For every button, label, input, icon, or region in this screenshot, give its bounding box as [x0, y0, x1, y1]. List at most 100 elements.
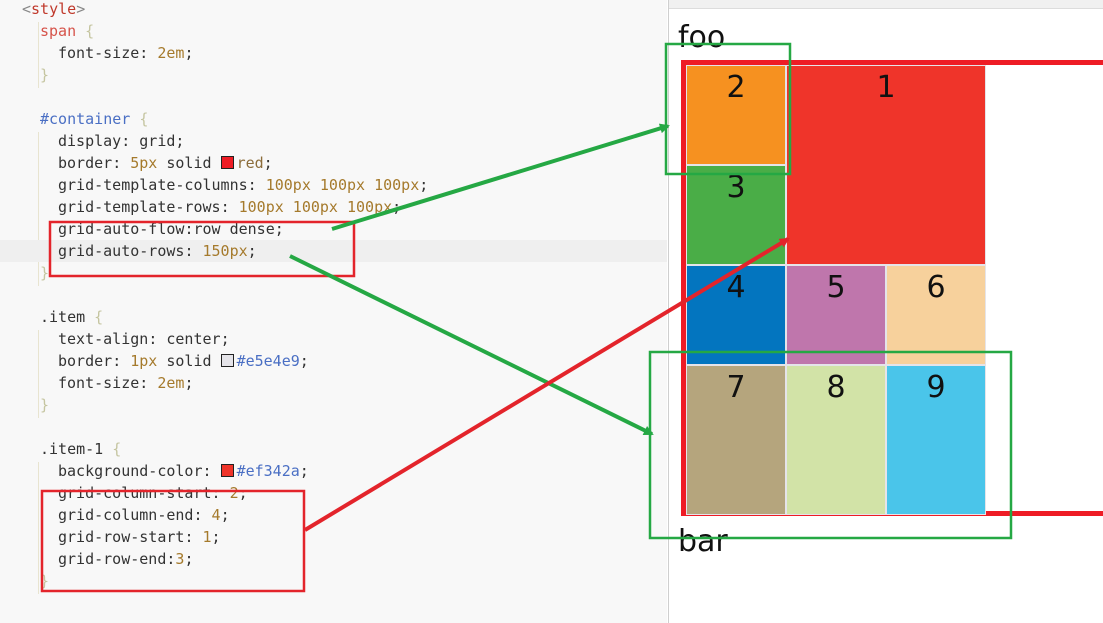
indent-guide — [38, 22, 39, 88]
code-token: ; — [211, 528, 221, 546]
code-line[interactable]: grid-row-end:3; — [0, 548, 193, 570]
code-line[interactable]: } — [0, 64, 49, 86]
grid-item-4: 4 — [686, 265, 786, 365]
grid-item-1: 1 — [786, 65, 986, 265]
code-line[interactable]: grid-template-rows: 100px 100px 100px; — [0, 196, 401, 218]
code-token: text-align — [58, 330, 149, 348]
code-token: span — [40, 22, 77, 40]
code-line[interactable]: .item { — [0, 306, 103, 328]
code-token: : — [184, 528, 203, 546]
color-swatch-icon[interactable] — [220, 354, 234, 367]
code-token: display — [58, 132, 122, 150]
code-token: 150px — [202, 242, 248, 260]
code-token: 2em — [157, 44, 185, 62]
code-token: center — [166, 330, 221, 348]
code-token: 4 — [211, 506, 221, 524]
code-token: ; — [263, 154, 273, 172]
code-token: : — [112, 352, 131, 370]
code-token: 2em — [157, 374, 185, 392]
code-line[interactable]: grid-row-start: 1; — [0, 526, 221, 548]
code-token: #e5e4e9 — [236, 352, 300, 370]
code-token: : — [220, 198, 239, 216]
code-token: grid — [139, 132, 176, 150]
code-token: } — [40, 66, 50, 84]
code-token: font-size — [58, 374, 140, 392]
code-line[interactable]: } — [0, 262, 49, 284]
code-token: red — [236, 154, 264, 172]
code-line[interactable]: grid-column-start: 2; — [0, 482, 248, 504]
code-token: ; — [184, 44, 194, 62]
indent-guide — [38, 462, 39, 594]
code-token: grid-row-start — [58, 528, 185, 546]
code-line[interactable]: span { — [0, 20, 94, 42]
code-line[interactable]: display: grid; — [0, 130, 184, 152]
code-line[interactable]: text-align: center; — [0, 328, 230, 350]
code-line[interactable]: background-color: #ef342a; — [0, 460, 309, 482]
code-token: #ef342a — [236, 462, 300, 480]
code-token: 100px 100px 100px — [265, 176, 420, 194]
code-token: grid-auto-flow — [58, 220, 185, 238]
code-token: { — [85, 308, 104, 326]
code-token: grid-template-columns — [58, 176, 248, 194]
code-line[interactable]: grid-auto-rows: 150px; — [0, 240, 667, 262]
code-token: style — [31, 0, 77, 18]
code-token: ; — [184, 550, 194, 568]
preview-toolbar — [669, 0, 1103, 9]
code-line[interactable]: border: 5px solid red; — [0, 152, 273, 174]
code-token: ; — [247, 242, 257, 260]
color-swatch-icon[interactable] — [220, 156, 234, 169]
code-token: } — [40, 572, 50, 590]
code-editor[interactable]: <style>span {font-size: 2em;}#container … — [0, 0, 667, 623]
foo-text: foo — [678, 20, 726, 55]
code-token: 1 — [202, 528, 212, 546]
code-token: : — [211, 484, 230, 502]
code-token: background-color — [58, 462, 203, 480]
code-token: solid — [157, 352, 221, 370]
code-line[interactable]: #container { — [0, 108, 148, 130]
code-line[interactable]: grid-column-end: 4; — [0, 504, 230, 526]
code-token: ; — [299, 462, 309, 480]
code-token: .item — [40, 308, 86, 326]
code-line[interactable]: grid-template-columns: 100px 100px 100px… — [0, 174, 428, 196]
code-token: grid-column-start — [58, 484, 212, 502]
grid-item-3: 3 — [686, 165, 786, 265]
code-token: : — [247, 176, 266, 194]
grid-item-7: 7 — [686, 365, 786, 515]
code-token: 100px 100px 100px — [238, 198, 393, 216]
code-line[interactable]: font-size: 2em; — [0, 42, 193, 64]
code-token: < — [22, 0, 32, 18]
code-token: ; — [274, 220, 284, 238]
code-line[interactable]: font-size: 2em; — [0, 372, 193, 394]
code-token: : — [202, 462, 221, 480]
grid-item-6: 6 — [886, 265, 986, 365]
code-token: border — [58, 154, 113, 172]
code-line[interactable]: .item-1 { — [0, 438, 121, 460]
grid-item-8: 8 — [786, 365, 886, 515]
code-line[interactable]: border: 1px solid #e5e4e9; — [0, 350, 309, 372]
editor-gutter — [0, 0, 22, 623]
code-line[interactable] — [0, 284, 22, 306]
code-token: { — [76, 22, 95, 40]
code-token: ; — [220, 330, 230, 348]
code-token: : — [139, 374, 158, 392]
code-token: ; — [175, 132, 185, 150]
code-line[interactable] — [0, 86, 22, 108]
code-token: ; — [419, 176, 429, 194]
code-line[interactable] — [0, 416, 22, 438]
code-token: .item-1 — [40, 440, 104, 458]
code-token: : — [112, 154, 131, 172]
code-token: } — [40, 396, 50, 414]
code-token: 5px — [130, 154, 158, 172]
code-token: grid-template-rows — [58, 198, 221, 216]
code-token: grid-auto-rows — [58, 242, 185, 260]
color-swatch-icon[interactable] — [220, 464, 234, 477]
code-line[interactable]: } — [0, 570, 49, 592]
indent-guide — [38, 330, 39, 418]
code-line[interactable]: grid-auto-flow:row dense; — [0, 218, 284, 240]
code-token: : — [139, 44, 158, 62]
code-line[interactable]: } — [0, 394, 49, 416]
code-token: #container — [40, 110, 131, 128]
code-line[interactable]: <style> — [0, 0, 85, 20]
code-token: solid — [157, 154, 221, 172]
